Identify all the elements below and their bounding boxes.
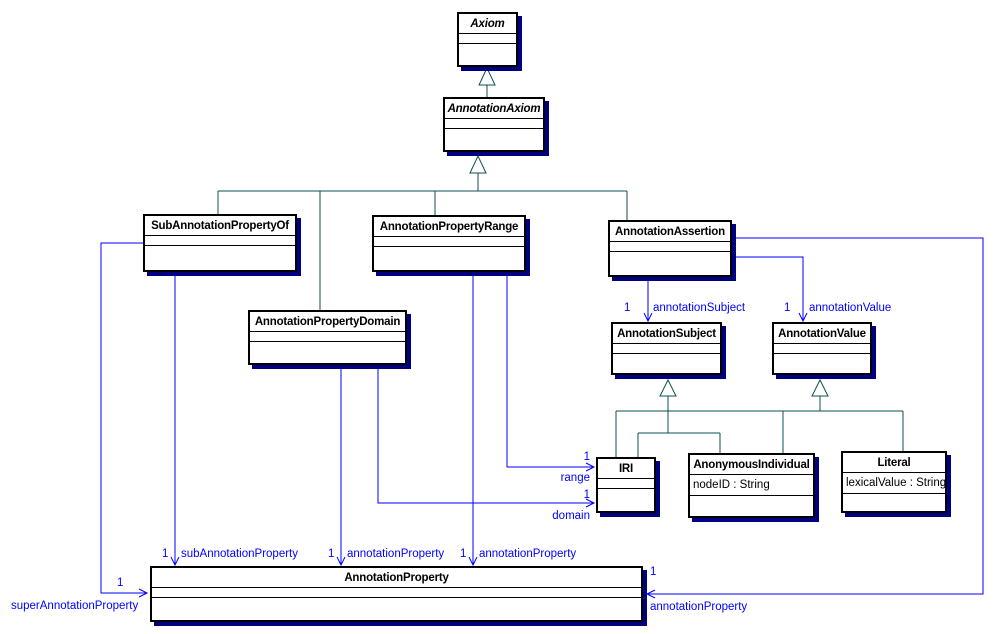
association-arrow-subannotationproperty [170,556,180,567]
class-subannotationpropertyof-attributes [145,236,295,246]
class-axiom[interactable]: Axiom [457,12,518,67]
multiplicity-annotationvalue: 1 [784,302,791,314]
class-annotationpropertyrange[interactable]: AnnotationPropertyRange [372,215,526,272]
class-annotationpropertyrange-operations [374,247,524,270]
class-annotationproperty[interactable]: AnnotationProperty [150,566,643,622]
role-domain: domain [552,510,590,522]
multiplicity-assertion-annotationproperty: 1 [650,566,657,578]
class-annotationpropertydomain-attributes [250,332,405,342]
association-range[interactable] [506,272,593,468]
class-subannotationpropertyof-operations [145,246,295,270]
multiplicity-range: 1 [583,451,590,463]
class-annotationaxiom-title: AnnotationAxiom [445,99,543,119]
class-axiom-attributes [459,34,516,44]
multiplicity-domain-annotationproperty: 1 [328,548,335,560]
class-annotationvalue-operations [774,354,870,373]
multiplicity-annotationsubject: 1 [624,302,631,314]
class-annotationsubject-attributes [613,344,720,354]
attribute-nodeid: nodeID : String [693,479,770,491]
association-arrow-annotationvalue [798,312,808,323]
generalization-arrow-annotationaxiom [469,154,487,174]
class-iri-title: IRI [598,459,654,479]
multiplicity-superannotationproperty: 1 [117,577,124,589]
generalization-arrow-annotationvalue [811,378,829,397]
class-annotationpropertydomain-title: AnnotationPropertyDomain [250,312,405,332]
role-superannotationproperty: superAnnotationProperty [11,600,139,612]
class-literal-operations [843,494,945,511]
class-annotationassertion-title: AnnotationAssertion [610,222,730,242]
role-range: range [560,472,590,484]
class-annotationsubject-operations [613,354,720,373]
class-iri[interactable]: IRI [596,457,656,513]
class-iri-operations [598,489,654,511]
association-annotationvalue[interactable] [732,256,804,320]
class-annotationaxiom-attributes [445,119,543,129]
class-literal-title: Literal [843,453,945,473]
class-anonymousindividual[interactable]: AnonymousIndividual nodeID : String [688,453,815,518]
class-annotationproperty-title: AnnotationProperty [152,568,641,588]
generalization-tree-annotationvalue[interactable] [615,396,904,457]
class-annotationpropertyrange-attributes [374,237,524,247]
multiplicity-subannotationproperty: 1 [162,548,169,560]
class-annotationvalue-title: AnnotationValue [774,324,870,344]
generalization-tree-annotationaxiom[interactable] [217,173,628,310]
association-assertion-annotationproperty[interactable] [648,237,984,595]
association-arrow-domain [585,498,596,508]
association-arrow-range-annotationproperty [468,556,478,567]
association-arrow-superannotationproperty [138,588,149,598]
class-axiom-title: Axiom [459,14,516,34]
role-annotationvalue: annotationValue [809,302,892,314]
role-domain-annotationproperty: annotationProperty [347,548,445,560]
class-iri-attributes [598,479,654,489]
multiplicity-range-annotationproperty: 1 [460,548,467,560]
generalization-tree-annotationsubject[interactable] [637,396,721,457]
role-range-annotationproperty: annotationProperty [479,548,577,560]
class-subannotationpropertyof[interactable]: SubAnnotationPropertyOf [143,214,297,272]
class-annotationproperty-operations [152,598,641,620]
generalization-arrow-annotationsubject [659,378,677,397]
class-literal-attributes: lexicalValue : String [843,473,947,494]
role-assertion-annotationproperty: annotationProperty [650,601,748,613]
class-anonymousindividual-operations [690,496,813,516]
class-annotationsubject-title: AnnotationSubject [613,324,720,344]
class-annotationassertion-attributes [610,242,730,252]
attribute-lexicalvalue: lexicalValue : String [846,477,947,489]
class-axiom-operations [459,44,516,65]
association-arrow-assertion-annotationproperty [645,589,656,599]
class-annotationaxiom[interactable]: AnnotationAxiom [443,97,545,152]
class-annotationassertion-operations [610,252,730,275]
class-annotationpropertydomain-operations [250,342,405,363]
class-annotationvalue[interactable]: AnnotationValue [772,322,872,375]
generalization-arrow-axiom [478,66,496,86]
class-annotationsubject[interactable]: AnnotationSubject [611,322,722,375]
role-annotationsubject: annotationSubject [653,302,746,314]
class-annotationassertion[interactable]: AnnotationAssertion [608,220,732,277]
class-annotationproperty-attributes [152,588,641,598]
class-annotationvalue-attributes [774,344,870,354]
multiplicity-domain: 1 [583,489,590,501]
class-anonymousindividual-attributes: nodeID : String [690,475,813,496]
role-subannotationproperty: subAnnotationProperty [181,548,298,560]
association-domain[interactable] [377,365,593,504]
association-arrow-annotationsubject [643,312,653,323]
association-arrow-range [585,462,596,472]
class-annotationaxiom-operations [445,129,543,150]
class-annotationpropertydomain[interactable]: AnnotationPropertyDomain [248,310,407,365]
association-superannotationproperty[interactable] [100,242,146,594]
class-annotationpropertyrange-title: AnnotationPropertyRange [374,217,524,237]
class-literal[interactable]: Literal lexicalValue : String [841,451,947,513]
class-anonymousindividual-title: AnonymousIndividual [690,455,813,475]
class-subannotationpropertyof-title: SubAnnotationPropertyOf [145,216,295,236]
association-arrow-domain-annotationproperty [336,556,346,567]
